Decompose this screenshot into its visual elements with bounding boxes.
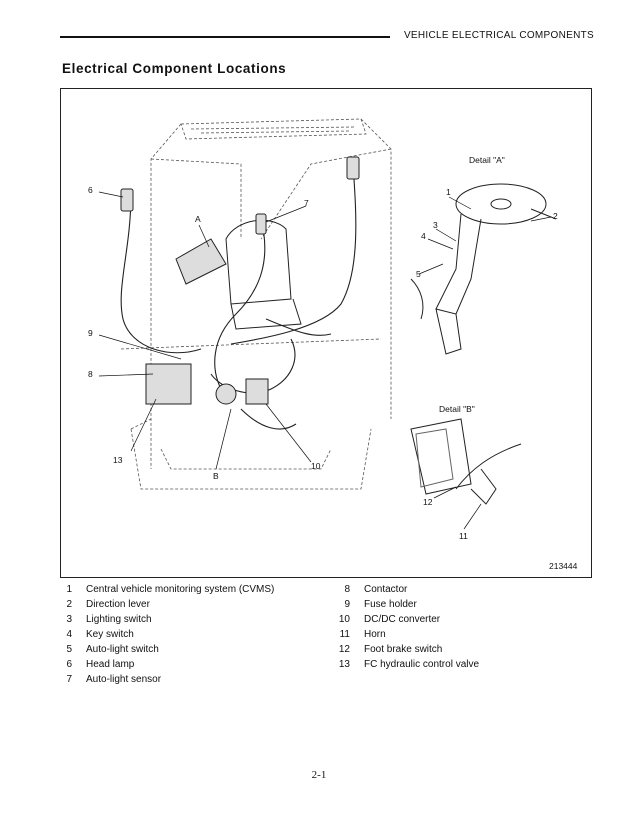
callout-12: 12 (423, 497, 433, 507)
legend-item: 12 Foot brake switch (330, 642, 479, 657)
legend-item-label: FC hydraulic control valve (364, 659, 480, 670)
legend-item-label: Lighting switch (86, 614, 152, 625)
legend-item-number: 10 (338, 614, 350, 625)
callout-2: 2 (553, 211, 558, 221)
callout-9: 9 (88, 328, 93, 338)
legend-item-number: 4 (66, 629, 72, 640)
detail-a-steering (410, 183, 557, 355)
legend-item: 9 Fuse holder (330, 597, 479, 612)
legend-item-label: Key switch (86, 629, 134, 640)
callout-4: 4 (421, 231, 426, 241)
legend-item-number: 12 (338, 644, 350, 655)
legend-item-number: 2 (66, 599, 72, 610)
legend-item: 7 Auto-light sensor (60, 672, 274, 687)
page-number: 2-1 (311, 769, 327, 781)
legend-right-column: 8 Contactor 9 Fuse holder 10 DC/DC conve… (330, 582, 479, 672)
legend-item-number: 7 (66, 674, 72, 685)
legend-item-label: Auto-light sensor (86, 674, 162, 685)
legend-item: 13 FC hydraulic control valve (330, 657, 479, 672)
section-title: VEHICLE ELECTRICAL COMPONENTS (403, 30, 594, 41)
legend-item-label: DC/DC converter (364, 614, 441, 625)
header-rule (60, 36, 390, 38)
legend-item-label: Contactor (364, 584, 408, 595)
legend-item-number: 8 (344, 584, 350, 595)
legend-item-number: 6 (66, 659, 72, 670)
legend-item-label: Foot brake switch (364, 644, 443, 655)
legend-item-label: Fuse holder (364, 599, 417, 610)
legend-item-number: 9 (344, 599, 350, 610)
legend-item-number: 11 (339, 629, 350, 640)
detail-b-label: Detail "B" (439, 404, 475, 414)
page-title: Electrical Component Locations (62, 61, 287, 76)
callout-5: 5 (416, 269, 421, 279)
callout-13: 13 (113, 455, 123, 465)
detail-a-label: Detail "A" (469, 155, 505, 165)
callout-8: 8 (88, 369, 93, 379)
legend-item-number: 3 (66, 614, 72, 625)
legend-item-label: Horn (364, 629, 386, 640)
legend-item-number: 5 (66, 644, 72, 655)
legend-item-label: Central vehicle monitoring system (CVMS) (86, 584, 275, 595)
legend-item: 6 Head lamp (60, 657, 274, 672)
legend-item-number: 13 (338, 659, 350, 670)
legend-item-label: Auto-light switch (86, 644, 159, 655)
legend-item: 10 DC/DC converter (330, 612, 479, 627)
legend-item-number: 1 (66, 584, 72, 595)
legend-item-label: Head lamp (86, 659, 135, 670)
components (120, 156, 360, 405)
callout-1: 1 (446, 187, 451, 197)
callout-7: 7 (304, 198, 309, 208)
overhead-guard-frame (120, 118, 392, 490)
legend-item: 3 Lighting switch (60, 612, 274, 627)
legend-item: 8 Contactor (330, 582, 479, 597)
legend-item: 4 Key switch (60, 627, 274, 642)
legend-item: 2 Direction lever (60, 597, 274, 612)
figure-number: 213444 (549, 561, 578, 571)
callout-B: B (213, 471, 219, 481)
legend-item: 11 Horn (330, 627, 479, 642)
legend-item: 1 Central vehicle monitoring system (CVM… (60, 582, 274, 597)
callout-3: 3 (433, 220, 438, 230)
legend-item-label: Direction lever (86, 599, 150, 610)
leader-lines (98, 191, 552, 530)
callout-10: 10 (311, 461, 321, 471)
figure-panel: Detail "A" Detail "B" 213444 1 2 3 4 5 6… (60, 88, 592, 578)
legend-item: 5 Auto-light switch (60, 642, 274, 657)
callout-11: 11 (459, 531, 468, 541)
callout-A: A (195, 214, 201, 224)
legend-left-column: 1 Central vehicle monitoring system (CVM… (60, 582, 274, 687)
detail-b-pedal (410, 418, 522, 505)
forklift-electrical-illustration (98, 118, 557, 530)
callout-6: 6 (88, 185, 93, 195)
